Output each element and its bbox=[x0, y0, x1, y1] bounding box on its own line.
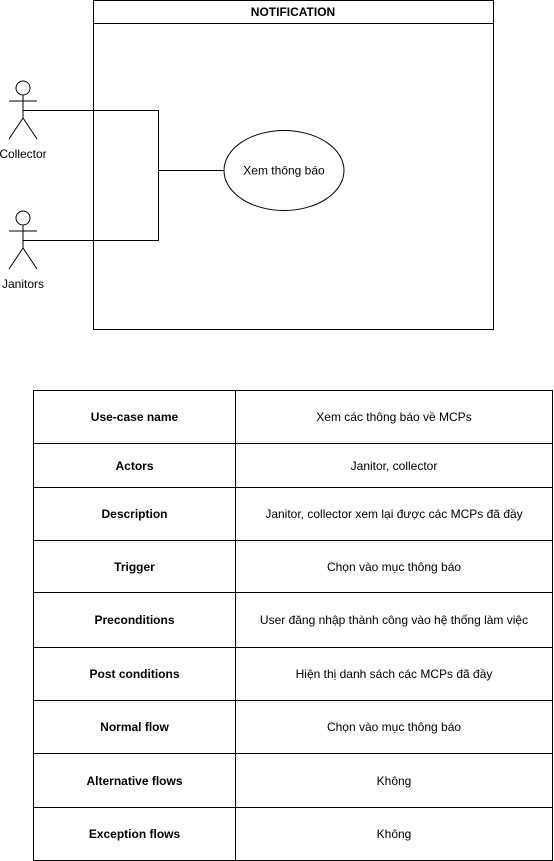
row-value: Janitor, collector xem lại được các MCPs… bbox=[235, 487, 553, 541]
row-value: Chọn vào mục thông báo bbox=[235, 540, 553, 593]
table-row: Preconditions User đăng nhập thành công … bbox=[33, 592, 553, 648]
row-value: Xem các thông báo về MCPs bbox=[235, 390, 553, 444]
table-row: Alternative flows Không bbox=[33, 753, 553, 808]
row-label: Actors bbox=[33, 443, 236, 488]
table-row: Post conditions Hiện thị danh sách các M… bbox=[33, 647, 553, 701]
table-row: Exception flows Không bbox=[33, 807, 553, 861]
row-label: Use-case name bbox=[33, 390, 236, 444]
row-label: Description bbox=[33, 487, 236, 541]
row-value: Janitor, collector bbox=[235, 443, 553, 488]
table-row: Normal flow Chọn vào mục thông báo bbox=[33, 700, 553, 754]
system-title: NOTIFICATION bbox=[251, 5, 335, 19]
row-label: Alternative flows bbox=[33, 753, 236, 808]
association-lines bbox=[23, 110, 224, 241]
row-value: Không bbox=[235, 807, 553, 861]
table-row: Description Janitor, collector xem lại đ… bbox=[33, 487, 553, 541]
row-value: Chọn vào mục thông báo bbox=[235, 700, 553, 754]
row-value: User đăng nhập thành công vào hệ thống l… bbox=[235, 592, 553, 648]
row-value: Hiện thị danh sách các MCPs đã đầy bbox=[235, 647, 553, 701]
actor-collector bbox=[8, 80, 38, 140]
actor-janitors-label: Janitors bbox=[2, 277, 44, 291]
table-row: Actors Janitor, collector bbox=[33, 443, 553, 488]
row-label: Preconditions bbox=[33, 592, 236, 648]
table-row: Trigger Chọn vào mục thông báo bbox=[33, 540, 553, 593]
table-row: Use-case name Xem các thông báo về MCPs bbox=[33, 390, 553, 444]
use-case-label: Xem thông báo bbox=[243, 164, 325, 178]
row-label: Normal flow bbox=[33, 700, 236, 754]
use-case-diagram: NOTIFICATION Collector Janitors Xem thôn… bbox=[0, 0, 494, 330]
actor-collector-label: Collector bbox=[0, 147, 47, 161]
use-case-ellipse bbox=[223, 130, 345, 211]
use-case-spec-table: Use-case name Xem các thông báo về MCPs … bbox=[33, 390, 553, 861]
row-label: Post conditions bbox=[33, 647, 236, 701]
actor-janitors bbox=[8, 210, 38, 270]
row-value: Không bbox=[235, 753, 553, 808]
row-label: Trigger bbox=[33, 540, 236, 593]
row-label: Exception flows bbox=[33, 807, 236, 861]
